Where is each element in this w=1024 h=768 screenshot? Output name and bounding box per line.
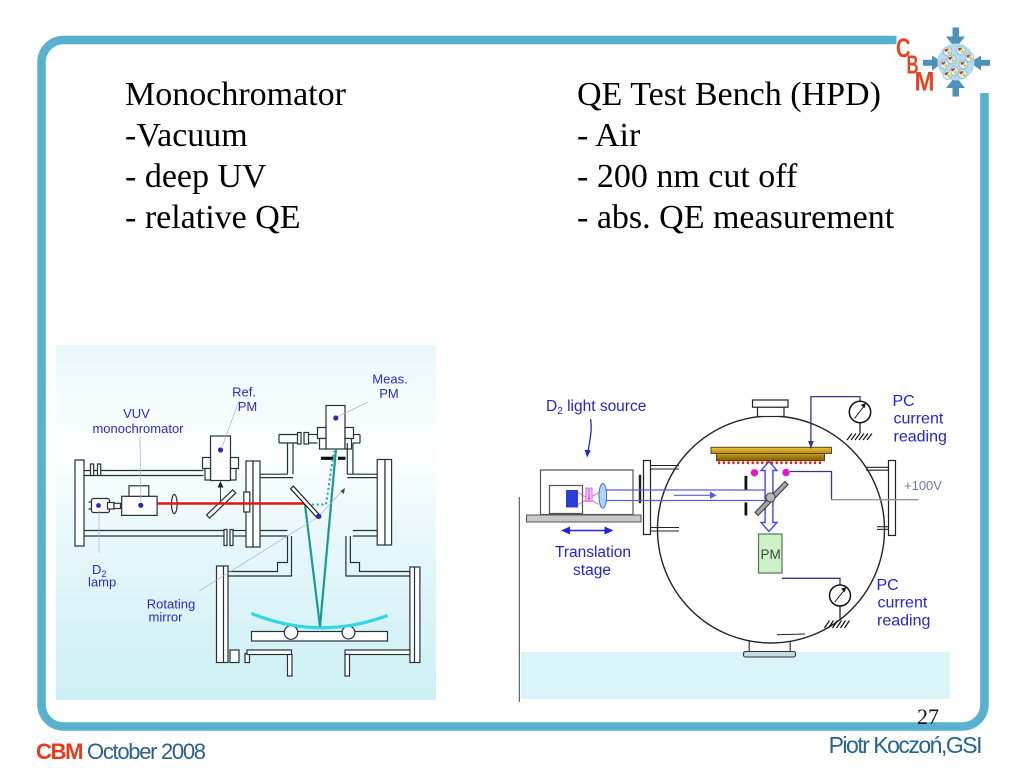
svg-text:stage: stage — [573, 562, 611, 579]
svg-text:monochromator: monochromator — [92, 421, 184, 436]
svg-text:+100V: +100V — [904, 478, 942, 493]
svg-text:Translation: Translation — [555, 544, 631, 561]
svg-text:PC: PC — [893, 393, 915, 410]
svg-text:current: current — [878, 595, 928, 612]
svg-text:M: M — [915, 67, 935, 97]
svg-text:reading: reading — [877, 613, 930, 630]
svg-text:Ref.: Ref. — [232, 385, 256, 400]
svg-text:B: B — [907, 50, 919, 80]
svg-text:PM: PM — [379, 386, 399, 401]
svg-text:Rotating: Rotating — [147, 597, 195, 612]
svg-text:VUV: VUV — [123, 406, 150, 421]
svg-text:PC: PC — [877, 577, 899, 594]
svg-text:lamp: lamp — [88, 575, 116, 590]
svg-text:PM: PM — [238, 399, 258, 414]
svg-text:C: C — [896, 33, 911, 63]
svg-text:current: current — [894, 411, 944, 428]
svg-text:D2 light source: D2 light source — [546, 398, 646, 417]
svg-text:mirror: mirror — [149, 610, 184, 625]
svg-text:PM: PM — [761, 547, 781, 562]
svg-text:Meas.: Meas. — [372, 372, 407, 387]
svg-text:reading: reading — [894, 429, 947, 446]
